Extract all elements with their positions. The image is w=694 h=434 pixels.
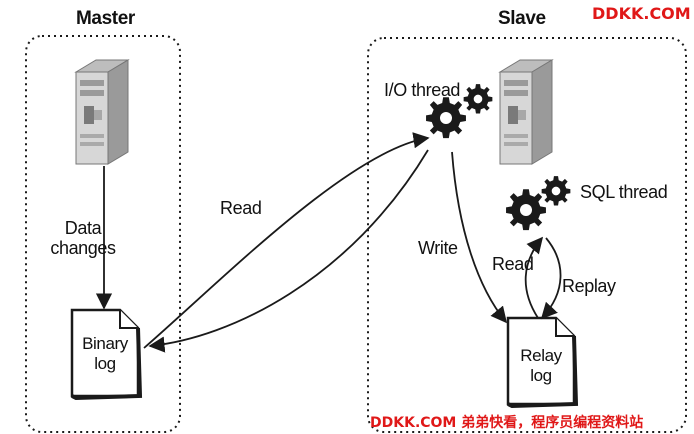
relay-log-line-1: Relay bbox=[520, 346, 562, 365]
write-arrow bbox=[451, 151, 508, 324]
data-changes-line-1: Data bbox=[64, 218, 102, 238]
sql-read-label: Read bbox=[492, 254, 534, 274]
write-label: Write bbox=[418, 238, 458, 258]
master-server-icon bbox=[75, 59, 129, 165]
sql-gear-large-icon bbox=[506, 189, 546, 231]
io-gear-large-icon bbox=[426, 97, 466, 139]
slave-server-icon bbox=[499, 59, 553, 165]
replay-arrow bbox=[540, 237, 562, 320]
watermark-top: DDKK.COM bbox=[592, 4, 691, 23]
sql-read-arrow bbox=[524, 236, 544, 319]
replay-label: Replay bbox=[562, 276, 616, 296]
master-title: Master bbox=[76, 8, 135, 29]
read-arrow bbox=[143, 132, 430, 349]
relay-log-line-2: log bbox=[530, 366, 552, 385]
binary-log-line-2: log bbox=[94, 354, 116, 373]
relay-log-label: Relay log bbox=[512, 346, 570, 386]
data-changes-line-2: changes bbox=[50, 238, 116, 258]
watermark-bottom: DDKK.COM 弟弟快看，程序员编程资料站 bbox=[370, 415, 644, 431]
binary-log-line-1: Binary bbox=[82, 334, 128, 353]
binary-log-label: Binary log bbox=[76, 334, 134, 374]
read-return-arrow bbox=[148, 149, 429, 353]
sql-gear-small-icon bbox=[541, 176, 571, 206]
io-gear-small-icon bbox=[463, 84, 493, 114]
io-thread-label: I/O thread bbox=[384, 80, 461, 100]
slave-boundary bbox=[367, 37, 687, 433]
data-changes-label: Data changes bbox=[46, 218, 120, 258]
master-boundary bbox=[25, 35, 181, 433]
read-label: Read bbox=[220, 198, 262, 218]
slave-title: Slave bbox=[498, 8, 546, 29]
sql-thread-label: SQL thread bbox=[580, 182, 668, 202]
